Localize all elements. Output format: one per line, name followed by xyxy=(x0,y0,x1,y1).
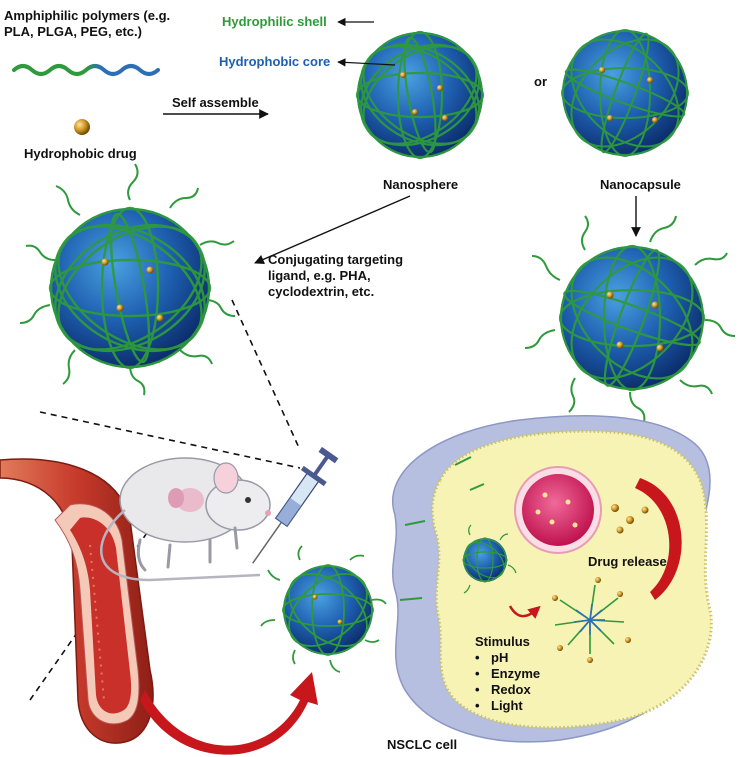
disassembled-particle xyxy=(552,577,631,663)
circulating-nanoparticle xyxy=(260,545,387,673)
dash-sphere-to-mouse xyxy=(39,411,301,469)
targeted-nanocapsule xyxy=(524,215,736,423)
dash-sphere-to-syringe xyxy=(231,299,301,451)
nanocapsule xyxy=(561,29,689,157)
drug-vesicle xyxy=(514,466,602,554)
conjugation-arrow xyxy=(254,195,411,264)
nanocapsule-label: Nanocapsule xyxy=(600,177,681,192)
stimulus-item: Redox xyxy=(475,682,540,698)
conjugating-label-line1: Conjugating targeting xyxy=(268,252,404,267)
syringe xyxy=(252,446,339,564)
stimulus-item: Light xyxy=(475,698,540,714)
polymers-label-line1: Amphiphilic polymers (e.g. xyxy=(4,8,171,23)
internalized-nanoparticle xyxy=(462,524,517,594)
targeted-nanosphere xyxy=(19,163,236,396)
core-pointer xyxy=(337,58,396,67)
nanosphere xyxy=(355,30,485,160)
drug-release-arrow xyxy=(635,478,682,600)
conjugating-label: Conjugating targeting ligand, e.g. PHA, … xyxy=(268,252,403,300)
hydrophobic-core-label: Hydrophobic core xyxy=(219,54,331,69)
hydrophilic-shell-label: Hydrophilic shell xyxy=(222,14,327,29)
polymers-label: Amphiphilic polymers (e.g. PLA, PLGA, PE… xyxy=(4,8,170,40)
stimulus-title: Stimulus xyxy=(475,634,530,649)
drug-release-label: Drug release xyxy=(588,554,667,569)
delivery-red-arrow xyxy=(140,672,318,755)
hydrophobic-drug-bead xyxy=(74,119,90,135)
stimulus-list: pH Enzyme Redox Light xyxy=(475,650,540,714)
amphiphilic-polymer xyxy=(12,64,160,76)
mouse xyxy=(100,457,271,582)
nsclc-cell-label: NSCLC cell xyxy=(387,737,458,752)
conjugating-label-line2: ligand, e.g. PHA, xyxy=(268,268,371,283)
nanosphere-label: Nanosphere xyxy=(383,177,459,192)
blood-vessel xyxy=(0,458,154,744)
stimulus-red-arrow xyxy=(508,605,541,619)
stimulus-label: Stimulus pH Enzyme Redox Light xyxy=(475,634,540,714)
stimulus-item: pH xyxy=(475,650,540,666)
self-assemble-label: Self assemble xyxy=(172,95,259,110)
conjugating-label-line3: cyclodextrin, etc. xyxy=(268,284,375,299)
stimulus-item: Enzyme xyxy=(475,666,540,682)
nsclc-cell xyxy=(392,414,713,743)
released-drug xyxy=(611,504,649,534)
hydrophobic-drug-label: Hydrophobic drug xyxy=(24,146,137,161)
polymers-label-line2: PLA, PLGA, PEG, etc.) xyxy=(4,24,142,39)
or-label: or xyxy=(534,74,547,89)
